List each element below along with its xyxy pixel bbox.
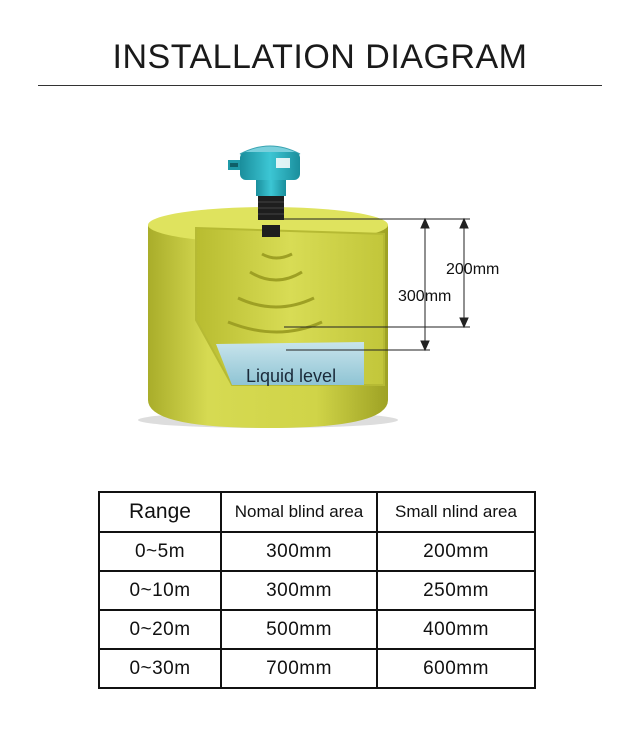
cell-range: 0~30m — [98, 648, 222, 689]
cell-normal-blind: 300mm — [220, 531, 378, 572]
dimension-lines — [280, 217, 470, 352]
blind-area-table: Range Nomal blind area Small nlind area … — [98, 491, 536, 689]
cell-normal-blind: 500mm — [220, 609, 378, 650]
cell-normal-blind: 300mm — [220, 570, 378, 611]
cell-range: 0~10m — [98, 570, 222, 611]
table-row: 0~30m 700mm 600mm — [98, 648, 536, 689]
header-normal-blind-area: Nomal blind area — [220, 491, 378, 533]
installation-diagram: Liquid level — [0, 130, 640, 450]
header-small-blind-area: Small nlind area — [376, 491, 536, 533]
table-row: 0~20m 500mm 400mm — [98, 609, 536, 650]
table-header-row: Range Nomal blind area Small nlind area — [98, 491, 536, 533]
cell-normal-blind: 700mm — [220, 648, 378, 689]
cell-small-blind: 400mm — [376, 609, 536, 650]
liquid-surface — [216, 342, 364, 385]
liquid-level-label: Liquid level — [246, 366, 336, 386]
cell-small-blind: 200mm — [376, 531, 536, 572]
cell-range: 0~5m — [98, 531, 222, 572]
title-divider — [38, 85, 602, 86]
ultrasonic-waves — [227, 252, 323, 334]
dimension-300-label: 300mm — [398, 288, 451, 305]
cell-range: 0~20m — [98, 609, 222, 650]
dimension-200-label: 200mm — [446, 261, 499, 278]
cell-small-blind: 600mm — [376, 648, 536, 689]
table-row: 0~5m 300mm 200mm — [98, 531, 536, 572]
header-range: Range — [98, 491, 222, 533]
table-row: 0~10m 300mm 250mm — [98, 570, 536, 611]
ultrasonic-sensor — [228, 145, 301, 237]
page-title: INSTALLATION DIAGRAM — [112, 38, 528, 76]
cell-small-blind: 250mm — [376, 570, 536, 611]
tank-illustration: Liquid level — [138, 145, 499, 428]
